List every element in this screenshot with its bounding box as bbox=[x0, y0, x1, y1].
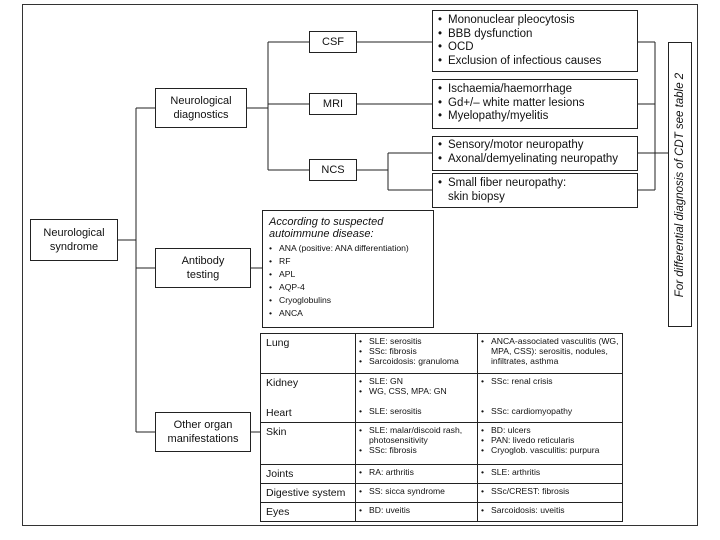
organ-entry: SSc: cardiomyopathy bbox=[481, 406, 619, 416]
csf-findings-box: Mononuclear pleocytosis BBB dysfunction … bbox=[432, 10, 638, 72]
small-fiber-box: Small fiber neuropathy: skin biopsy bbox=[432, 173, 638, 208]
organ-entry: Sarcoidosis: granuloma bbox=[359, 356, 474, 366]
organ-col1: BD: uveitis bbox=[355, 501, 478, 523]
antibody-box: According to suspected autoimmune diseas… bbox=[262, 210, 434, 328]
ncs-node: NCS bbox=[309, 159, 357, 181]
csf-finding: BBB dysfunction bbox=[438, 28, 632, 42]
organ-entry: Cryoglob. vasculitis: purpura bbox=[481, 445, 619, 455]
organ-manifestations-table: Lung SLE: serositis SSc: fibrosis Sarcoi… bbox=[260, 332, 623, 523]
organ-row-eyes: Eyes BD: uveitis Sarcoidosis: uveitis bbox=[260, 501, 623, 523]
organ-row-kidney: Kidney SLE: GN WG, CSS, MPA: GN SSc: ren… bbox=[260, 373, 623, 404]
organ-col1: RA: arthritis bbox=[355, 463, 478, 484]
small-fiber-finding: Small fiber neuropathy: skin biopsy bbox=[438, 177, 632, 204]
csf-finding: OCD bbox=[438, 41, 632, 55]
organ-name: Eyes bbox=[260, 501, 356, 523]
organ-entry: ANCA-associated vasculitis (WG, MPA, CSS… bbox=[481, 336, 619, 366]
ncs-findings-box: Sensory/motor neuropathy Axonal/demyelin… bbox=[432, 136, 638, 171]
organ-entry: SS: sicca syndrome bbox=[359, 486, 474, 496]
organ-entry: BD: uveitis bbox=[359, 505, 474, 515]
mri-finding: Gd+/– white matter lesions bbox=[438, 97, 632, 111]
organ-col2: BD: ulcers PAN: livedo reticularis Cryog… bbox=[477, 421, 623, 465]
organ-col2: ANCA-associated vasculitis (WG, MPA, CSS… bbox=[477, 332, 623, 375]
antibody-item: ANA (positive: ANA differentiation) bbox=[269, 242, 427, 255]
figure-frame bbox=[22, 4, 698, 526]
organ-name: Kidney bbox=[260, 373, 356, 404]
organ-col1: SS: sicca syndrome bbox=[355, 482, 478, 503]
organ-entry: Sarcoidosis: uveitis bbox=[481, 505, 619, 515]
organ-entry: SLE: malar/discoid rash, photosensitivit… bbox=[359, 425, 474, 445]
organ-col1: SLE: serositis bbox=[355, 403, 478, 423]
root-node: Neurological syndrome bbox=[30, 219, 118, 261]
organ-entry: PAN: livedo reticularis bbox=[481, 435, 619, 445]
neuro-diagnostics-node: Neurological diagnostics bbox=[155, 88, 247, 128]
antibody-item: Cryoglobulins bbox=[269, 294, 427, 307]
organ-col1: SLE: malar/discoid rash, photosensitivit… bbox=[355, 421, 478, 465]
organ-entry: SLE: serositis bbox=[359, 336, 474, 346]
organ-entry: SLE: GN bbox=[359, 376, 474, 386]
organ-col2: SSc: renal crisis bbox=[477, 373, 623, 404]
organ-entry: SLE: serositis bbox=[359, 406, 474, 416]
other-organ-node: Other organ manifestations bbox=[155, 412, 251, 452]
organ-col1: SLE: GN WG, CSS, MPA: GN bbox=[355, 373, 478, 404]
organ-name: Heart bbox=[260, 403, 356, 423]
organ-col2: Sarcoidosis: uveitis bbox=[477, 501, 623, 523]
organ-col2: SSc/CREST: fibrosis bbox=[477, 482, 623, 503]
mri-finding: Myelopathy/myelitis bbox=[438, 110, 632, 124]
antibody-item: AQP-4 bbox=[269, 281, 427, 294]
csf-finding: Exclusion of infectious causes bbox=[438, 55, 632, 69]
organ-entry: WG, CSS, MPA: GN bbox=[359, 386, 474, 396]
csf-node: CSF bbox=[309, 31, 357, 53]
side-note-text: For differential diagnosis of CDT see ta… bbox=[674, 72, 686, 297]
organ-entry: BD: ulcers bbox=[481, 425, 619, 435]
antibody-heading: According to suspected autoimmune diseas… bbox=[269, 216, 384, 240]
organ-entry: SSc: fibrosis bbox=[359, 445, 474, 455]
antibody-item: RF bbox=[269, 255, 427, 268]
organ-entry: SLE: arthritis bbox=[481, 467, 619, 477]
organ-row-joints: Joints RA: arthritis SLE: arthritis bbox=[260, 463, 623, 484]
organ-name: Digestive system bbox=[260, 482, 356, 503]
antibody-item: ANCA bbox=[269, 307, 427, 320]
mri-findings-box: Ischaemia/haemorrhage Gd+/– white matter… bbox=[432, 79, 638, 129]
organ-entry: SSc/CREST: fibrosis bbox=[481, 486, 619, 496]
csf-finding: Mononuclear pleocytosis bbox=[438, 14, 632, 28]
ncs-finding: Axonal/demyelinating neuropathy bbox=[438, 153, 632, 167]
organ-col1: SLE: serositis SSc: fibrosis Sarcoidosis… bbox=[355, 332, 478, 375]
organ-name: Lung bbox=[260, 332, 356, 375]
ncs-finding: Sensory/motor neuropathy bbox=[438, 139, 632, 153]
side-note-box: For differential diagnosis of CDT see ta… bbox=[668, 42, 692, 327]
mri-node: MRI bbox=[309, 93, 357, 115]
mri-finding: Ischaemia/haemorrhage bbox=[438, 83, 632, 97]
organ-col2: SSc: cardiomyopathy bbox=[477, 403, 623, 423]
organ-row-skin: Skin SLE: malar/discoid rash, photosensi… bbox=[260, 421, 623, 465]
antibody-testing-node: Antibody testing bbox=[155, 248, 251, 288]
organ-entry: RA: arthritis bbox=[359, 467, 474, 477]
organ-col2: SLE: arthritis bbox=[477, 463, 623, 484]
organ-entry: SSc: fibrosis bbox=[359, 346, 474, 356]
organ-entry: SSc: renal crisis bbox=[481, 376, 619, 386]
organ-name: Skin bbox=[260, 421, 356, 465]
antibody-item: APL bbox=[269, 268, 427, 281]
organ-row-digestive: Digestive system SS: sicca syndrome SSc/… bbox=[260, 482, 623, 503]
organ-row-lung: Lung SLE: serositis SSc: fibrosis Sarcoi… bbox=[260, 332, 623, 375]
organ-name: Joints bbox=[260, 463, 356, 484]
organ-row-heart: Heart SLE: serositis SSc: cardiomyopathy bbox=[260, 403, 623, 423]
